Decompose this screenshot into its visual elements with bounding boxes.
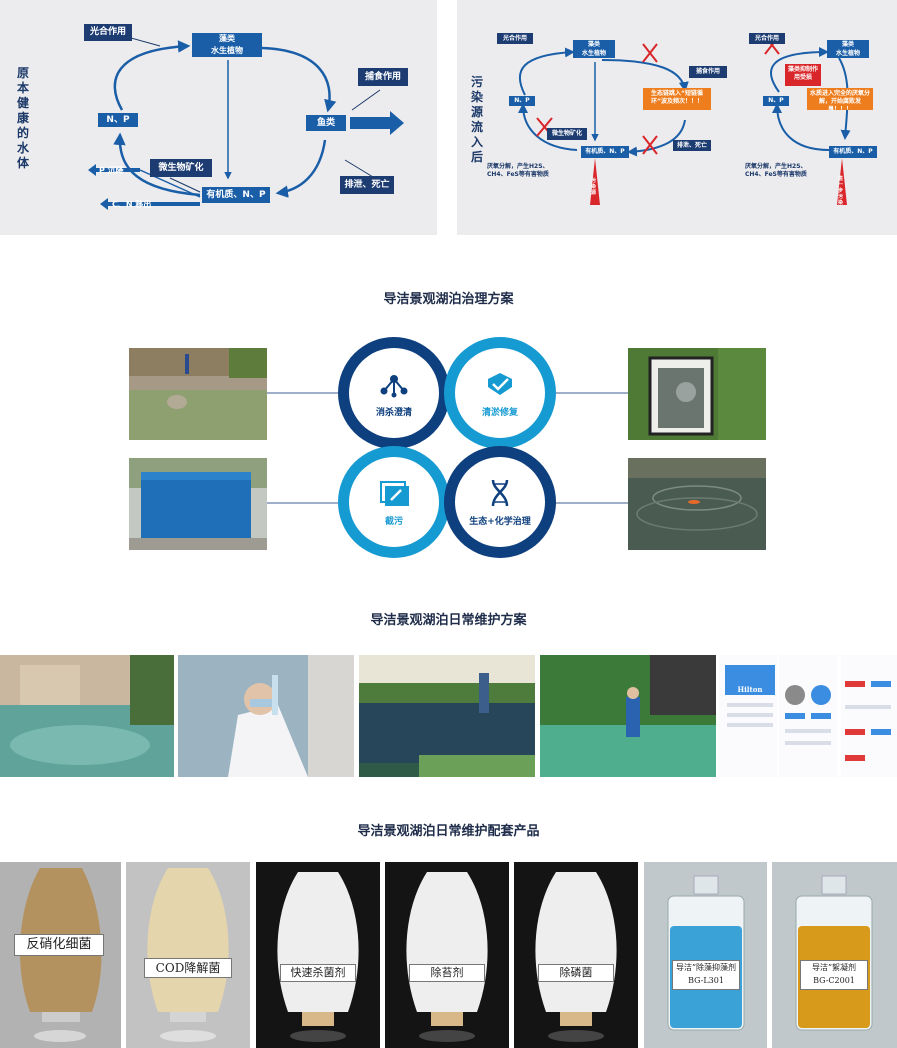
node-organic-matter-2: 有机质、N、P — [829, 146, 877, 158]
section-title-maintenance: 导洁景观湖泊日常维护方案 — [370, 613, 527, 628]
node-microbial-mineralization: 微生物矿化 — [547, 128, 587, 140]
circle-dredging: 清淤修复 — [444, 337, 556, 449]
product-moss-remover: 除苔剂 — [385, 862, 509, 1048]
label-cn-removal: C、N 移出 — [112, 200, 152, 209]
photo-pond-stones — [129, 348, 267, 440]
anaerobic-note-2: 厌氧分解，产生H2S、CH4、FeS等有害物质 — [745, 163, 807, 178]
orange-warning-short-chain: 生态链跳入“短链循环”波及频次！！！ — [643, 88, 711, 110]
node-algae-2: 藻类 — [827, 40, 869, 49]
anaerobic-note: 厌氧分解，产生H2S、CH4、FeS等有害物质 — [487, 163, 549, 178]
circle-interception: 截污 — [338, 446, 450, 558]
node-algae: 藻类 — [192, 33, 262, 45]
polluted-water-cycle-diagram: 污染源流入后 光合作用 藻类 水生植物 N、P 捕食作用 生态链跳入“短链循环”… — [457, 0, 897, 235]
node-fish: 鱼类 — [306, 115, 346, 131]
image-link-icon — [380, 480, 409, 506]
side-title: 污染源流入后 — [470, 75, 483, 164]
node-photosynthesis: 光合作用 — [84, 24, 132, 41]
section-title-treatment: 导洁景观湖泊治理方案 — [383, 292, 514, 307]
node-photosynthesis-2: 光合作用 — [749, 33, 785, 44]
circle-label: 消杀澄清 — [375, 407, 412, 418]
product-fast-bactericide: 快速杀菌剂 — [256, 862, 380, 1048]
photo-resort-pool — [0, 655, 174, 777]
dna-icon — [491, 479, 509, 506]
node-excretion-death: 排泄、死亡 — [340, 176, 394, 194]
photo-filter-hose — [628, 348, 766, 440]
app-screenshots: Hilton — [719, 655, 897, 777]
product-label: COD降解菌 — [144, 958, 232, 978]
photo-wading-sprayer — [540, 655, 716, 777]
product-phosphorus-remover: 除磷菌 — [514, 862, 638, 1048]
bottle-label-line1: 导洁”絮凝剂 — [811, 963, 857, 972]
section-title-products: 导洁景观湖泊日常维护配套产品 — [357, 824, 540, 839]
node-organic-matter: 有机质、N、P — [202, 187, 270, 203]
label-p-sedimentation: P 沉降 — [99, 166, 124, 175]
circle-disinfection: 消杀澄清 — [338, 337, 450, 449]
node-excretion-death: 排泄、死亡 — [673, 140, 711, 151]
orange-warning-anaerobic: 水质进入完全的厌氧分解，开始腐败发臭！！！ — [807, 88, 873, 110]
node-microbial-mineralization: 微生物矿化 — [150, 159, 212, 177]
node-predation: 捕食作用 — [689, 66, 727, 78]
product-label: 反硝化细菌 — [14, 934, 104, 956]
side-title: 原本健康的水体 — [16, 66, 29, 170]
node-organic-matter: 有机质、N、P — [581, 146, 629, 158]
photo-worker-pond — [359, 655, 535, 777]
node-np-2: N、P — [763, 96, 789, 106]
healthy-water-cycle-diagram: 原本健康的水体 光合作用 藻类 水生植物 捕食作用 N、P 鱼类 微生物矿化 有… — [0, 0, 437, 235]
check-shield-icon — [488, 372, 512, 395]
bottle-label: 导洁”除藻抑藻剂 BG-L301 — [672, 960, 740, 990]
product-denitrifying-bacteria: 反硝化细菌 — [0, 862, 121, 1048]
bottle-label-line2: BG-L301 — [688, 976, 724, 985]
photo-blue-tank — [129, 458, 267, 550]
node-np: N、P — [509, 96, 535, 106]
bottle-label: 导洁”絮凝剂 BG-C2001 — [800, 960, 868, 990]
circle-eco-chemical: 生态+化学治理 — [444, 446, 556, 558]
photo-lab-testing — [178, 655, 354, 777]
product-label: 除苔剂 — [409, 964, 485, 982]
bottle-label-line1: 导洁”除藻抑藻剂 — [675, 963, 737, 972]
node-photosynthesis: 光合作用 — [497, 33, 533, 44]
molecule-icon — [380, 374, 408, 397]
product-flocculant-bottle: 导洁”絮凝剂 BG-C2001 — [772, 862, 897, 1048]
red-warning-algae: 藻类抑制作用受损 — [785, 64, 821, 86]
pollution-source-label: 污染源 — [591, 178, 597, 196]
node-np: N、P — [98, 113, 138, 127]
node-algae: 藻类 — [573, 40, 615, 49]
product-label: 快速杀菌剂 — [280, 964, 356, 982]
photo-koi-water — [628, 458, 766, 550]
circle-label: 生态+化学治理 — [469, 516, 531, 527]
node-aquatic-plants-2: 水生植物 — [827, 49, 869, 58]
node-aquatic-plants: 水生植物 — [573, 49, 615, 58]
polluted-cycle-arrows — [518, 35, 851, 205]
circle-label: 清淤修复 — [481, 407, 518, 418]
node-predation: 捕食作用 — [358, 68, 408, 86]
product-algaecide-bottle: 导洁”除藻抑藻剂 BG-L301 — [644, 862, 767, 1048]
bottle-label-line2: BG-C2001 — [813, 976, 855, 985]
product-label: 除磷菌 — [538, 964, 614, 982]
node-aquatic-plants: 水生植物 — [192, 45, 262, 57]
hilton-logo: Hilton — [737, 685, 763, 694]
further-pollution-label: 进一步污染 — [838, 176, 844, 206]
cycle-arrows — [88, 35, 404, 210]
circle-label: 截污 — [384, 516, 403, 527]
product-cod-degrading-bacteria: COD降解菌 — [126, 862, 250, 1048]
